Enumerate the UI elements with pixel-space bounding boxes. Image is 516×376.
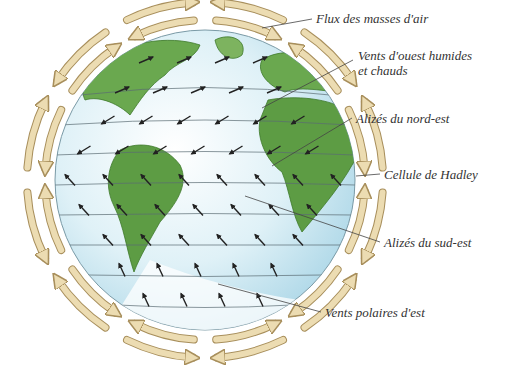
wind-arrow xyxy=(177,57,191,63)
wind-arrow xyxy=(141,175,151,186)
wind-arrow xyxy=(271,264,277,277)
wind-arrow xyxy=(254,116,267,124)
wind-arrow xyxy=(155,205,165,216)
air-flow-outline xyxy=(217,2,283,20)
air-flow-arrow xyxy=(127,340,193,358)
wind-arrow xyxy=(143,294,149,307)
polar-easterlies-label: Vents polaires d'est xyxy=(325,305,425,320)
wind-arrow xyxy=(229,87,243,93)
wind-arrow xyxy=(157,264,163,277)
wind-arrow xyxy=(292,116,305,124)
air-flow-arrow xyxy=(27,192,45,258)
wind-arrow xyxy=(103,175,113,186)
wind-arrow xyxy=(178,116,191,124)
air-flow-arrow xyxy=(217,340,283,358)
wind-arrow xyxy=(231,205,241,216)
continents xyxy=(40,34,360,340)
wind-arrow xyxy=(140,116,153,124)
wind-arrow xyxy=(141,235,151,246)
wind-arrow xyxy=(217,175,227,186)
wind-arrow xyxy=(253,57,267,63)
wind-arrow xyxy=(117,205,127,216)
westerlies-label: Vents d'ouest humides et chauds xyxy=(358,48,476,78)
wind-arrow xyxy=(78,146,91,154)
wind-arrow xyxy=(119,264,125,277)
wind-arrow xyxy=(195,264,201,277)
air-flow-outline xyxy=(27,102,45,168)
wind-arrow xyxy=(306,146,319,154)
air-flow-outline xyxy=(127,340,193,358)
air-flow-arrow xyxy=(27,102,45,168)
air-flow-outline xyxy=(127,2,193,20)
wind-arrow xyxy=(233,264,239,277)
wind-arrow xyxy=(153,87,167,93)
air-flow-arrows xyxy=(27,2,382,357)
wind-arrows xyxy=(65,57,341,307)
wind-arrow xyxy=(103,235,113,246)
wind-arrow xyxy=(268,146,281,154)
wind-arrow xyxy=(102,116,115,124)
wind-arrow xyxy=(307,205,317,216)
leader-lines xyxy=(218,19,380,312)
wind-arrow xyxy=(255,235,265,246)
air-flow-outline xyxy=(365,192,383,258)
wind-arrow xyxy=(216,116,229,124)
wind-arrow xyxy=(115,87,129,93)
se-trades-label: Alizés du sud-est xyxy=(384,235,471,250)
air-flow-label: Flux des masses d'air xyxy=(316,11,428,26)
wind-arrow xyxy=(192,146,205,154)
hadley-cell-label: Cellule de Hadley xyxy=(384,167,478,182)
wind-arrow xyxy=(179,175,189,186)
wind-arrow xyxy=(267,87,281,93)
wind-arrow xyxy=(219,294,225,307)
wind-arrow xyxy=(65,175,75,186)
air-flow-arrow xyxy=(365,192,383,258)
wind-arrow xyxy=(293,235,303,246)
wind-arrow xyxy=(331,175,341,186)
wind-arrow xyxy=(116,146,129,154)
wind-arrow xyxy=(217,235,227,246)
air-flow-arrow xyxy=(217,2,283,20)
wind-arrow xyxy=(179,235,189,246)
air-flow-outline xyxy=(27,192,45,258)
wind-arrow xyxy=(230,146,243,154)
wind-arrow xyxy=(215,57,229,63)
wind-arrow xyxy=(255,175,265,186)
wind-arrow xyxy=(181,294,187,307)
ne-trades-label: Alizés du nord-est xyxy=(356,111,449,126)
wind-arrow xyxy=(193,205,203,216)
wind-arrow xyxy=(79,205,89,216)
wind-arrow xyxy=(191,87,205,93)
air-flow-outline xyxy=(217,340,283,358)
wind-arrow xyxy=(139,57,153,63)
wind-arrow xyxy=(154,146,167,154)
wind-arrow xyxy=(293,175,303,186)
air-flow-arrow xyxy=(127,2,193,20)
